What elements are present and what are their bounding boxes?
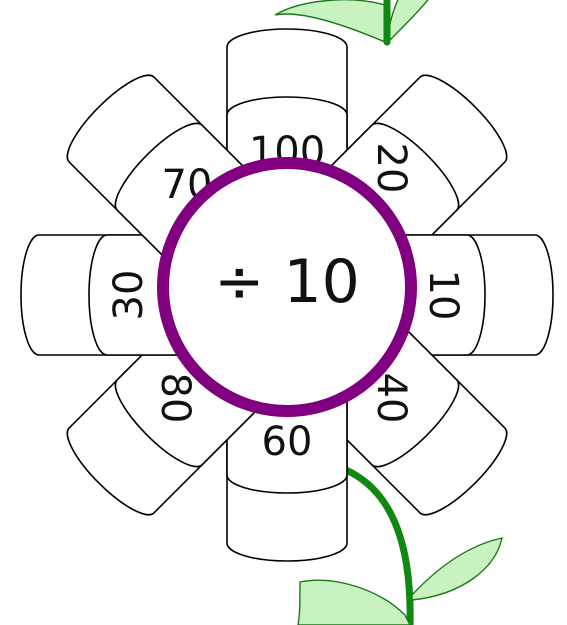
centre: ÷ 10	[163, 163, 411, 411]
petal-number-top-right: 20	[368, 143, 414, 194]
lower-leaf-left	[298, 580, 410, 625]
lower-leaf-right	[412, 538, 502, 600]
petal-number-right: 10	[420, 270, 466, 321]
petal-number-bottom-left: 80	[152, 373, 198, 424]
petal-number-left: 30	[106, 270, 152, 321]
petal-number-bottom: 60	[262, 419, 313, 465]
centre-label: ÷ 10	[214, 247, 360, 317]
upper-leaf-right	[388, 0, 432, 42]
